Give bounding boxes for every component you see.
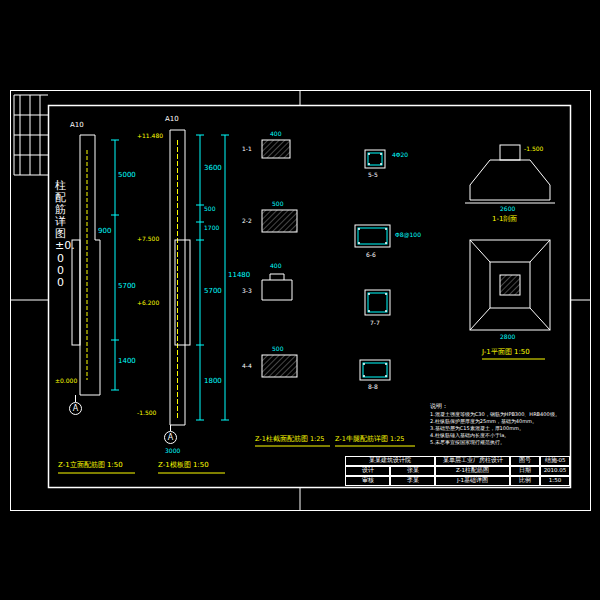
outer-frame (11, 91, 591, 511)
note-text: 1-1 (242, 146, 252, 153)
cell-text: 某单层工业厂房柱设计 (443, 458, 503, 464)
note-text: 说明： (430, 403, 448, 410)
cell-text: 结施-05 (545, 458, 566, 464)
dimension-text: 400 (270, 263, 281, 270)
cell-text: 审核 (362, 478, 374, 484)
column-elevation (72, 135, 119, 402)
note-text: 8-8 (368, 384, 378, 391)
note-text: 3.基础垫层为C15素混凝土，厚100mm。 (430, 426, 524, 432)
note-text: 1.混凝土强度等级为C30，钢筋为HPB300、HRB400级。 (430, 412, 560, 418)
note-text: A10 (165, 116, 179, 124)
foundation-plan (470, 240, 550, 330)
dimension-text: 5700 (204, 288, 222, 296)
note-text: 4.柱纵筋锚入基础内长度不小于la。 (430, 433, 509, 439)
drawing-title: ±0.000 (55, 378, 77, 385)
cell-text: 日期 (519, 468, 531, 474)
drawing-title: Z-1柱截面配筋图 1:25 (255, 436, 324, 443)
dimension-text: 11480 (228, 272, 250, 280)
title-block-cell: 设计 (345, 466, 390, 476)
dimension-text: 1700 (204, 225, 219, 232)
dimension-text: 5700 (118, 283, 136, 291)
cell-text: 设计 (362, 468, 374, 474)
note-text: 7-7 (370, 320, 380, 327)
drawing-title: -1.500 (137, 410, 156, 417)
note-text: 2-2 (242, 218, 252, 225)
title-block-cell: J-1基础详图 (435, 476, 510, 486)
centring-marks (10, 90, 590, 510)
title-block-cell: 某单层工业厂房柱设计 (435, 456, 510, 466)
dimension-text: 500 (272, 201, 283, 208)
cell-text: 李某 (407, 478, 419, 484)
binding-strip (14, 95, 48, 175)
drawing-title: 1-1剖面 (492, 216, 517, 224)
dimension-text: 3600 (204, 165, 222, 173)
title-block-cell: 1:50 (540, 476, 570, 486)
cell-text: J-1基础详图 (457, 478, 488, 484)
title-block-cell: 结施-05 (540, 456, 570, 466)
dimension-text: 500 (204, 206, 215, 213)
title-block-cell: 李某 (390, 476, 435, 486)
dimension-text: 1800 (204, 378, 222, 386)
foundation-section (465, 145, 555, 203)
cell-text: 张某 (407, 468, 419, 474)
axis-label: A (73, 405, 78, 413)
title-block-cell: 2010.05 (540, 466, 570, 476)
title-block-cell: 日期 (510, 466, 540, 476)
note-text: 4-4 (242, 363, 252, 370)
drawing-title: +11.480 (137, 133, 163, 140)
column-sections (262, 140, 297, 377)
cell-text: 图号 (519, 458, 531, 464)
drawing-title: Z-1模板图 1:50 (158, 462, 209, 470)
axis-marker: A (164, 431, 177, 444)
title-block-cell: 张某 (390, 466, 435, 476)
inner-frame (49, 106, 571, 488)
title-block-cell: 图号 (510, 456, 540, 466)
dimension-text: 500 (272, 346, 283, 353)
drawing-title: Z-1牛腿配筋详图 1:25 (335, 436, 404, 443)
drawing-title: J-1平面图 1:50 (482, 349, 530, 357)
dimension-text: 1400 (118, 358, 136, 366)
dimension-text: 400 (270, 131, 281, 138)
rebar-sections (355, 150, 390, 380)
title-block-cell: 比例 (510, 476, 540, 486)
axis-label: A (168, 434, 173, 442)
drawing-title: Z-1立面配筋图 1:50 (58, 462, 123, 470)
drawing-title: +6.200 (137, 300, 159, 307)
title-block-cell: 某某建筑设计院 (345, 456, 435, 466)
dimension-text: Φ8@100 (395, 232, 421, 239)
dimension-text: 4Φ20 (392, 152, 408, 159)
note-text: 5.未尽事宜按国家现行规范执行。 (430, 440, 505, 446)
drawing-title: +7.500 (137, 236, 159, 243)
note-text: 6-6 (366, 252, 376, 259)
dimension-text: 2800 (500, 334, 515, 341)
note-text: A10 (70, 122, 84, 130)
note-text: 3-3 (242, 288, 252, 295)
dimension-text: 900 (98, 228, 111, 236)
axis-marker: A (69, 402, 82, 415)
column-formwork (170, 130, 229, 431)
title-block-cell: Z-1柱配筋图 (435, 466, 510, 476)
note-text: 5-5 (368, 172, 378, 179)
cell-text: Z-1柱配筋图 (456, 468, 489, 474)
note-text: 2.柱纵筋保护层厚度为25mm，基础为40mm。 (430, 419, 537, 425)
dimension-text: 2600 (500, 206, 515, 213)
title-block-cell: 审核 (345, 476, 390, 486)
cell-text: 某某建筑设计院 (369, 458, 411, 464)
cell-text: 1:50 (549, 478, 561, 484)
vertical-title: 柱配筋详图±0.000 (55, 180, 66, 289)
cell-text: 2010.05 (544, 468, 567, 474)
dimension-text: 3000 (165, 448, 180, 455)
dimension-text: 5000 (118, 172, 136, 180)
cell-text: 比例 (519, 478, 531, 484)
drawing-title: -1.500 (524, 146, 543, 153)
